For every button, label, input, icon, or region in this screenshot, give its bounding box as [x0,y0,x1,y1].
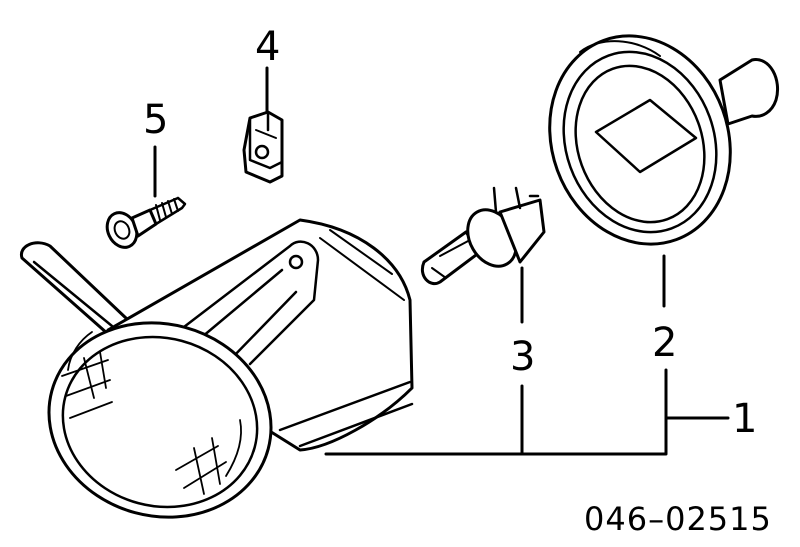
callout-1: 1 [732,396,757,442]
fog-lamp-assembly-icon [19,218,414,519]
callout-4: 4 [255,24,280,70]
halogen-bulb-icon [421,186,546,285]
bulb-socket-cap-icon [548,34,779,246]
screw-icon [105,196,187,249]
callout-2: 2 [652,320,677,366]
clip-nut-icon [242,110,284,184]
callout-5: 5 [143,97,168,143]
part-number: 046–02515 [584,500,772,538]
callout-3: 3 [510,334,535,380]
leader-bracket-1 [324,368,730,456]
